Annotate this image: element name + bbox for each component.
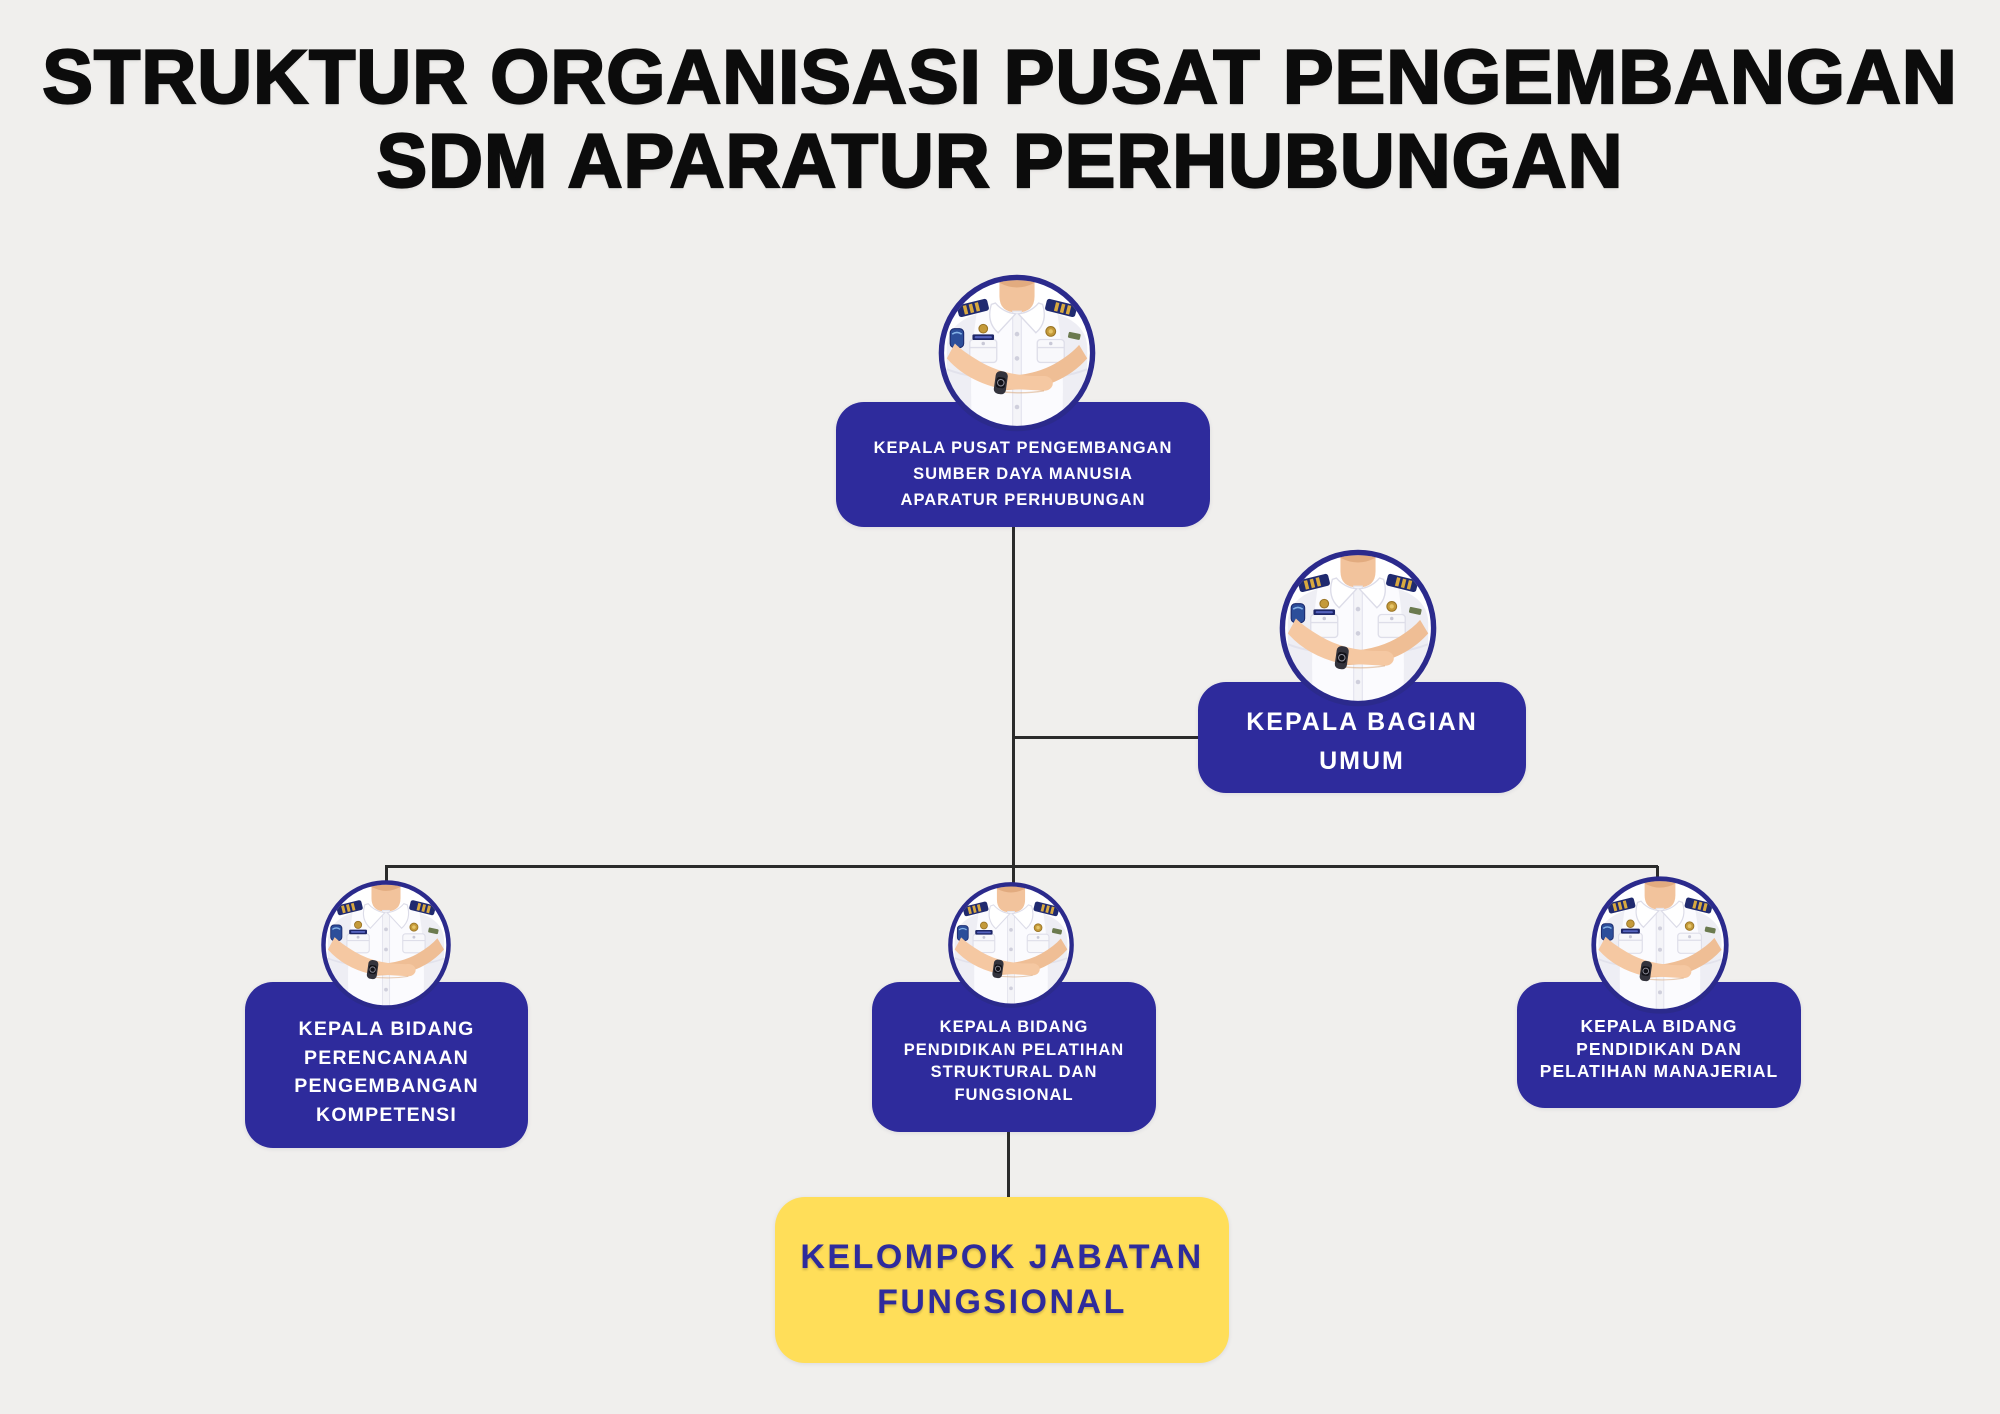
role-line: KELOMPOK JABATAN [800,1238,1204,1276]
role-line: FUNGSIONAL [877,1283,1127,1321]
connector-to-bagian-umum [1013,736,1199,739]
connector-top-to-main [1012,527,1015,867]
title-line-1: STRUKTUR ORGANISASI PUSAT PENGEMBANGAN [41,34,1958,120]
connector-main-horizontal [385,865,1658,868]
node-bidang-perencanaan: KEPALA BIDANG PERENCANAAN PENGEMBANGAN K… [245,982,528,1148]
role-line: KEPALA BAGIAN [1246,708,1478,736]
uniformed-officer-icon [1589,874,1731,1016]
role-line: UMUM [1319,747,1405,775]
title-line-2: SDM APARATUR PERHUBUNGAN [375,118,1624,204]
role-line: SUMBER DAYA MANUSIA [913,465,1133,483]
role-line: PENDIDIKAN DAN [1576,1038,1742,1059]
role-line: KOMPETENSI [316,1103,457,1126]
uniformed-officer-icon [936,272,1098,434]
uniformed-officer-icon [1277,547,1439,709]
connector-to-kelompok-jabatan [1007,1130,1010,1198]
uniformed-officer-icon [319,878,453,1012]
role-line: PENGEMBANGAN [294,1075,479,1097]
uniformed-officer-icon [946,880,1076,1010]
node-bidang-diklat-manajerial: KEPALA BIDANG PENDIDIKAN DAN PELATIHAN M… [1517,982,1801,1108]
role-line: KEPALA BIDANG [1580,1016,1738,1036]
role-line: KEPALA PUSAT PENGEMBANGAN [873,439,1173,457]
role-line: PERENCANAAN [304,1046,469,1069]
role-line: FUNGSIONAL [954,1085,1074,1104]
role-line: STRUKTURAL DAN [930,1063,1098,1081]
node-kelompok-jabatan-fungsional: KELOMPOK JABATAN FUNGSIONAL [775,1197,1229,1363]
role-line: PENDIDIKAN PELATIHAN [903,1040,1125,1059]
role-line: KEPALA BIDANG [939,1018,1089,1036]
role-line: APARATUR PERHUBUNGAN [900,491,1146,509]
role-line: PELATIHAN MANAJERIAL [1539,1061,1779,1081]
role-line: KEPALA BIDANG [298,1018,475,1040]
